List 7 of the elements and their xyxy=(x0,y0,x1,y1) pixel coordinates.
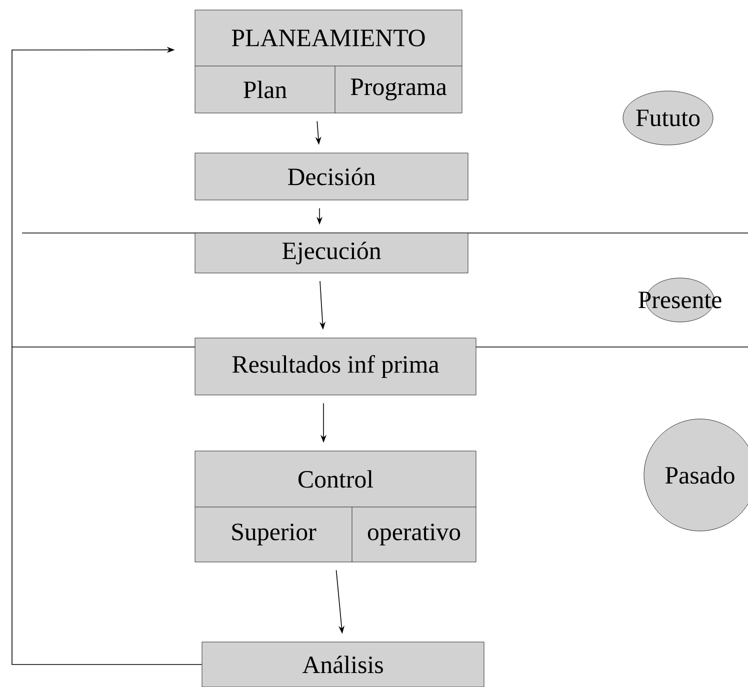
process-box: Ejecución xyxy=(194,232,468,274)
split-box: Control Superior operativo xyxy=(194,450,476,562)
process-box: Resultados inf prima xyxy=(194,338,476,396)
feedback-arrow xyxy=(12,46,202,665)
process-box: Decisión xyxy=(194,152,468,200)
process-box: Análisis xyxy=(202,642,484,687)
split-box: PLANEAMIENTO Plan Programa xyxy=(194,10,462,114)
